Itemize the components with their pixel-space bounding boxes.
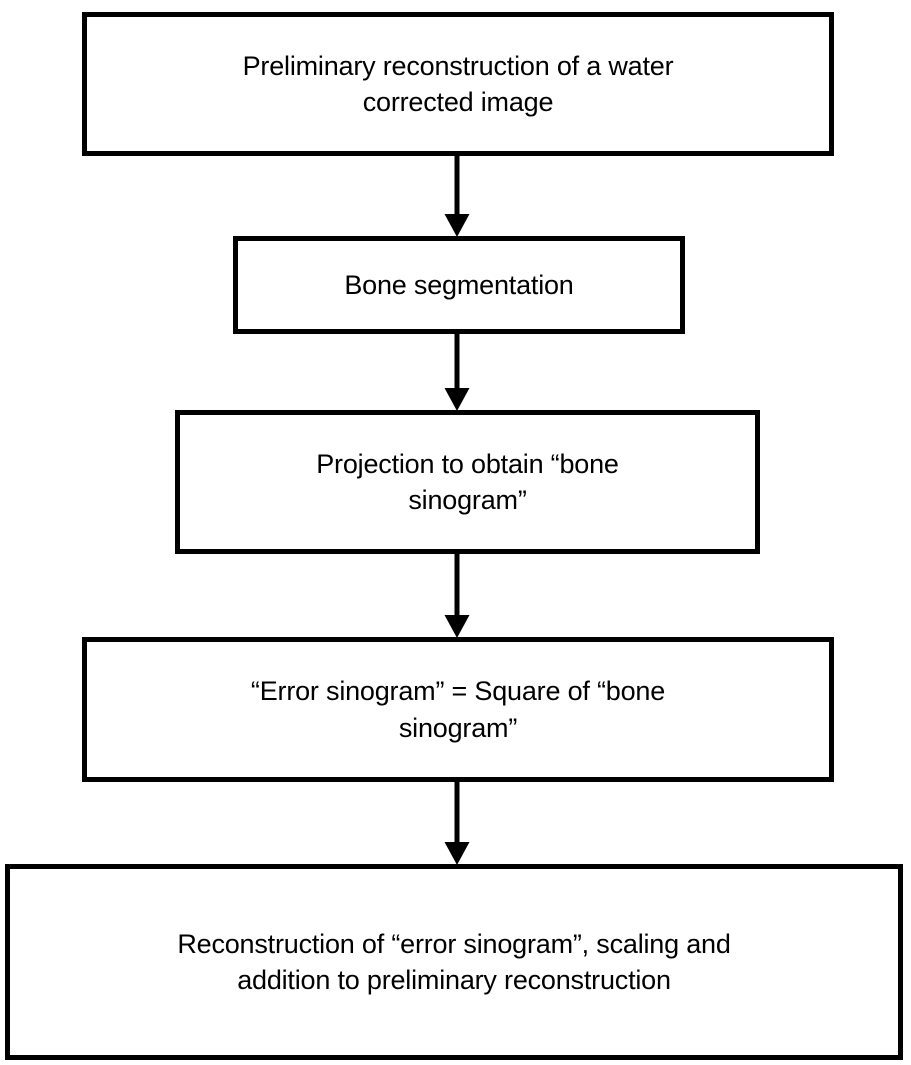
flow-node-label: “Error sinogram” = Square of “bone sinog… [250,676,666,743]
down-arrow-icon [444,334,470,411]
flow-node-preliminary-reconstruction[interactable]: Preliminary reconstruction of a water co… [82,12,834,156]
flow-node-label: Reconstruction of “error sinogram”, scal… [177,928,731,995]
down-arrow-icon [444,782,470,865]
down-arrow-icon [444,554,470,638]
flow-node-label: Bone segmentation [344,269,574,300]
flow-node-bone-sinogram-projection[interactable]: Projection to obtain “bone sinogram” [175,410,760,554]
flow-node-bone-segmentation[interactable]: Bone segmentation [233,236,685,334]
flow-node-error-sinogram[interactable]: “Error sinogram” = Square of “bone sinog… [82,637,834,782]
flow-node-label: Projection to obtain “bone sinogram” [316,448,619,515]
down-arrow-icon [444,156,470,237]
flow-node-error-sinogram-reconstruction[interactable]: Reconstruction of “error sinogram”, scal… [5,864,903,1060]
flow-node-label: Preliminary reconstruction of a water co… [242,50,674,117]
